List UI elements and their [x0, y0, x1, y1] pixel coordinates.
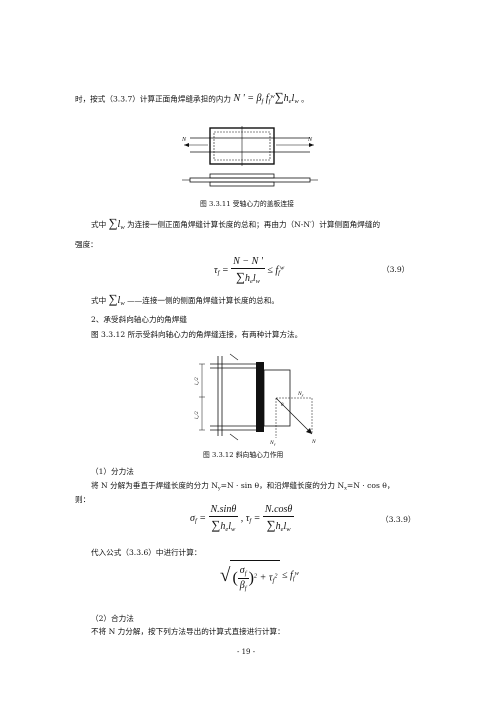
figure-3-3-11-caption: 图 3.3.11 受轴心力的盖板连接 [200, 200, 294, 208]
line1-prefix: 时，按式（3.3.7）计算正面角焊缝承担的内力 [75, 94, 232, 104]
equation-3-3-9-number: （3.3.9） [381, 515, 416, 524]
break-mark [229, 353, 239, 361]
section-2-title: 2、承受斜向轴心力的角焊缝 [91, 315, 187, 324]
method-1-text: 将 N 分解为垂直于焊缝长度的分力 Ny=N · sin θ，和沿焊缝长度的分力… [91, 481, 394, 493]
side-cover-bottom [209, 181, 275, 187]
label-lw-half-1: lw/2 [195, 377, 200, 385]
line4-rest: ——连接一侧的侧面角焊缝计算长度的总和。 [127, 296, 279, 305]
equation-3-3-9: σf = N.sinθ∑helw , τf = N.cosθ∑helw [190, 504, 295, 533]
method1-text-c: =N · cos θ， [346, 481, 395, 490]
method-2-title: （2）合力法 [91, 614, 134, 623]
equation-3-9-number: （3.9） [382, 265, 410, 274]
label-n-right: N [307, 137, 313, 143]
method-1-text-2: 则： [75, 495, 91, 504]
method1-sub-x: x [344, 485, 347, 492]
n-arrow-left-head [184, 143, 189, 147]
equation-3-9: τf = N − N '∑helw ≤ ffw [214, 256, 285, 285]
label-nx: Nx [297, 391, 304, 398]
inline-sum-lw-2: ∑lw [108, 292, 125, 307]
label-lw-half-2: lw/2 [195, 411, 200, 419]
label-ny: Ny [269, 440, 276, 446]
line2-rest: 为连接一侧正面角焊缝计算长度的总和；再由力（N-N′）计算侧面角焊缝的 [127, 220, 381, 229]
force-n-head [306, 428, 312, 434]
figure-3-3-12-caption: 图 3.3.12 斜向轴心力作用 [203, 451, 284, 459]
method1-text-b: =N · sin θ，和沿焊缝长度的分力 N [220, 481, 345, 490]
method-2-text: 不将 N 力分解，按下列方法导出的计算式直接进行计算： [91, 627, 285, 636]
break-mark [229, 433, 239, 441]
line1-suffix: 。 [301, 94, 309, 104]
label-theta: θ [281, 403, 284, 408]
label-n: N [311, 439, 316, 445]
side-plate-main [189, 177, 311, 183]
figure-3-3-11: N N [181, 126, 318, 187]
inline-formula-n-prime: N ' = βf ffw∑helw [233, 90, 299, 106]
figure-3-3-12: lw/2 lw/2 Nx Ny N θ [195, 353, 316, 446]
line2-prefix: 式中 [91, 220, 107, 229]
method1-text-a: 将 N 分解为垂直于焊缝长度的分力 N [91, 481, 218, 490]
text-line-2: 式中 ∑lw 为连接一侧正面角焊缝计算长度的总和；再由力（N-N′）计算侧面角焊… [91, 216, 381, 233]
substitute-text: 代入公式（3.3.6）中进行计算： [91, 548, 202, 557]
text-line-1: 时，按式（3.3.7）计算正面角焊缝承担的内力 N ' = βf ffw∑hel… [75, 90, 309, 107]
method1-sub-y: y [217, 485, 221, 492]
line4-prefix: 式中 [91, 296, 107, 305]
side-cover-top [209, 173, 275, 179]
text-line-4: 式中 ∑lw ——连接一侧的侧面角焊缝计算长度的总和。 [91, 292, 279, 309]
attached-plate [256, 362, 264, 432]
section-2-text: 图 3.3.12 所示受斜向轴心力的角焊缝连接，有两种计算方法。 [91, 330, 303, 339]
page-number: - 19 - [237, 648, 256, 656]
inline-sum-lw: ∑lw [108, 216, 125, 231]
method-1-title: （1）分力法 [91, 467, 134, 476]
n-arrow-right-head [309, 143, 314, 147]
label-n-left: N [181, 137, 187, 143]
text-line-3: 强度： [75, 240, 98, 249]
force-n [275, 397, 313, 435]
